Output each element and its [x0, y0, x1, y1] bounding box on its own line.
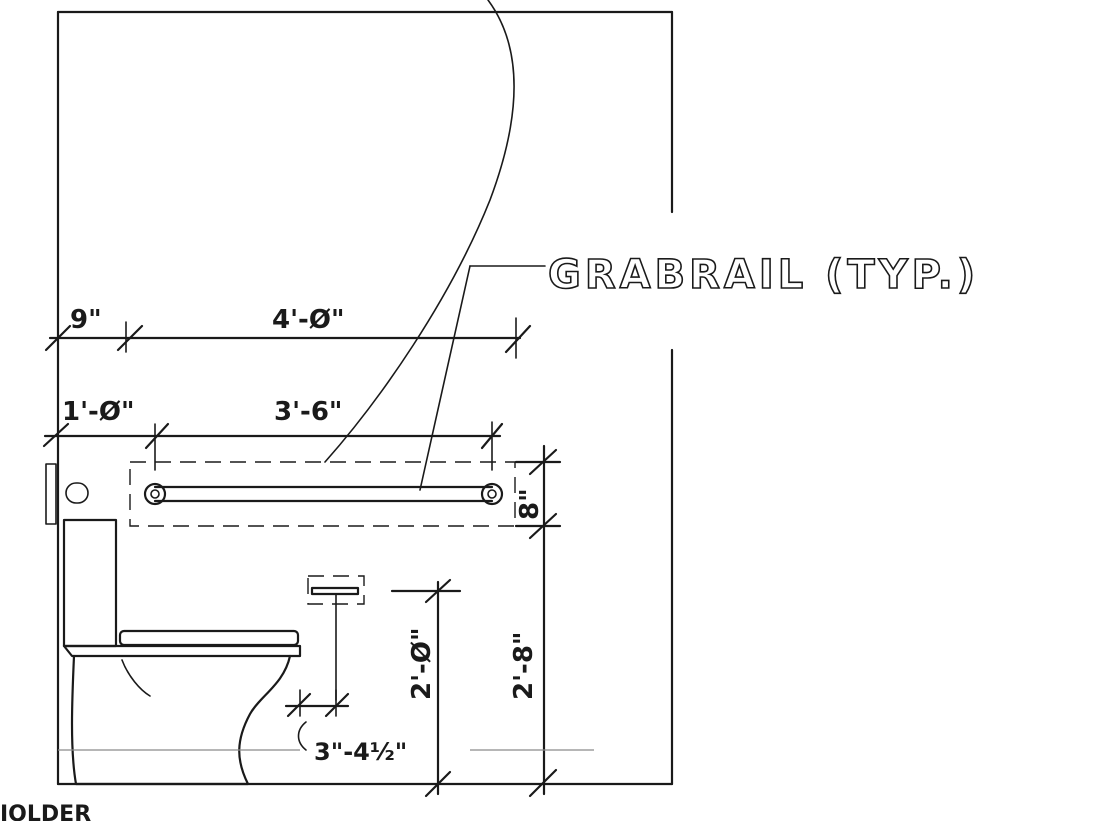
door-swing-arc [324, 0, 515, 463]
dim-8-inch: 8" [515, 488, 545, 520]
toilet-paper-holder-side [45, 463, 89, 525]
toilet [62, 518, 302, 786]
dim-3-foot-6: 3'-6" [274, 397, 342, 427]
dimension-2-foot-8-vertical [514, 444, 562, 798]
wall-outline [56, 10, 674, 786]
dim-2-foot-8: 2'-8" [509, 632, 539, 700]
dim-3-to-4-half: 3"-4½" [314, 738, 407, 766]
dim-1-foot: 1'-Ø" [62, 397, 135, 427]
grabrail-blocking-dashed [129, 461, 516, 527]
dim-2-foot: 2'-Ø" [407, 628, 437, 701]
grabrail-leader [419, 265, 546, 491]
dim-9-inch: 9" [70, 305, 102, 335]
grabrail-label: GRABRAIL (TYP.) [548, 252, 979, 298]
holder-partial-label: IOLDER [0, 802, 91, 821]
dimension-2-foot-vertical [390, 578, 462, 798]
grabrail [143, 482, 504, 506]
dimension-line-second [42, 421, 504, 471]
dimension-3-to-4-half [284, 689, 350, 751]
dimension-line-top [44, 317, 532, 359]
toilet-paper-holder-front [307, 575, 365, 701]
dim-4-foot: 4'-Ø" [272, 305, 345, 335]
